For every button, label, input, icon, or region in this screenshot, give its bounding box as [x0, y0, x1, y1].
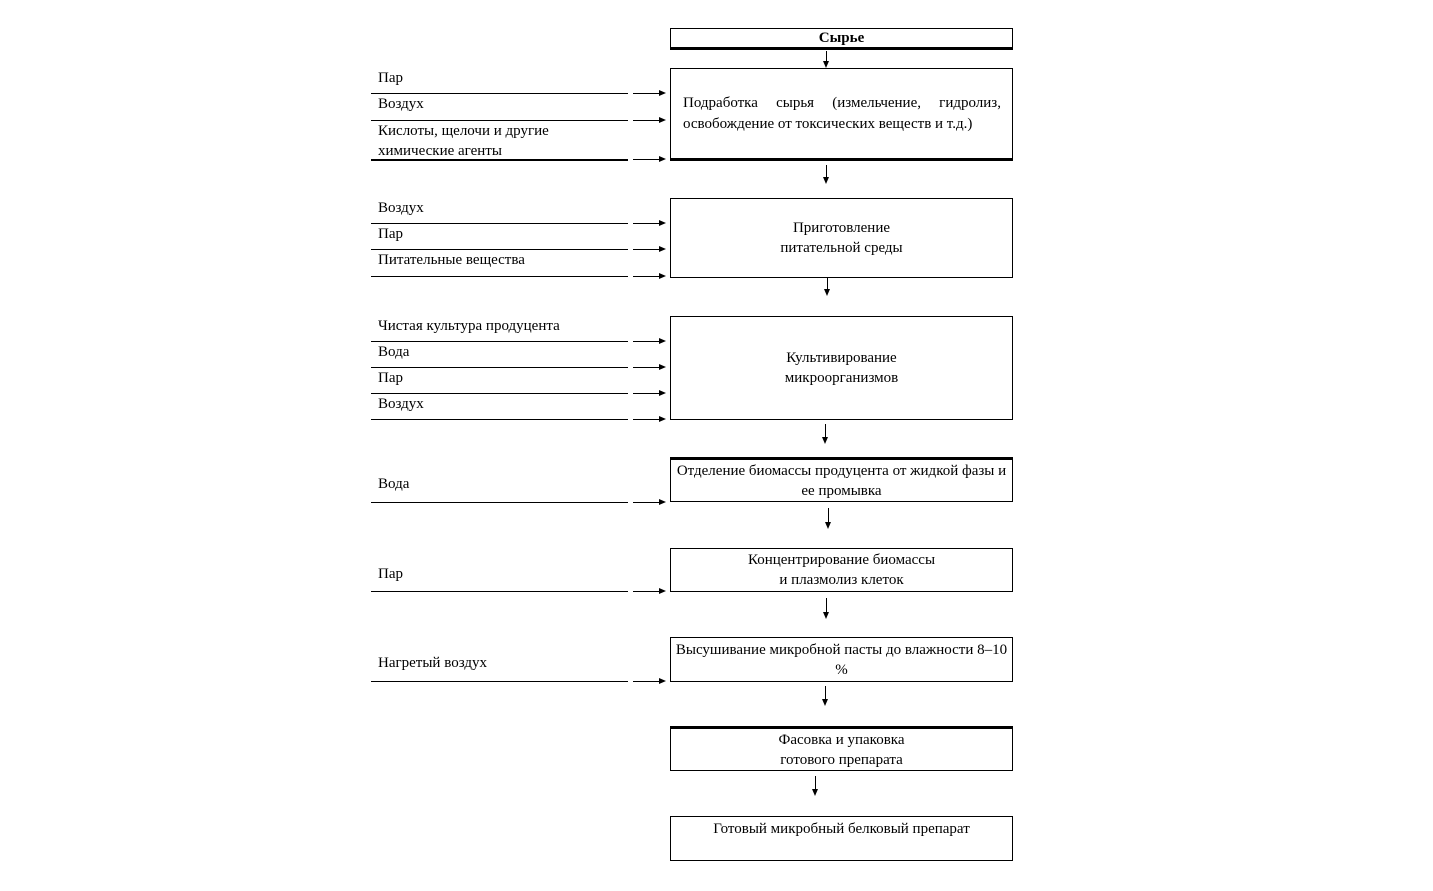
process-box-drying: Высушивание микробной пасты до влажности…: [670, 637, 1013, 682]
input-label-steam: Пар: [378, 370, 403, 386]
process-box-cultivation: Культивирование микроорганизмов: [670, 316, 1013, 420]
process-box-raw-material: Сырье: [670, 28, 1013, 50]
input-arrow: [633, 588, 666, 594]
flow-arrow-4: [822, 424, 828, 444]
input-line: [371, 249, 628, 250]
flow-arrow-1: [823, 51, 829, 68]
input-line: [371, 223, 628, 224]
input-arrow: [633, 273, 666, 279]
input-label-heated-air: Нагретый воздух: [378, 655, 487, 671]
input-label-air: Воздух: [378, 200, 424, 216]
flow-arrow-6: [823, 598, 829, 619]
input-line: [371, 159, 628, 161]
input-line: [371, 419, 628, 420]
input-label-nutrients: Питательные вещества: [378, 252, 525, 268]
input-line: [371, 120, 628, 121]
input-line: [371, 276, 628, 277]
input-label-air: Воздух: [378, 396, 424, 412]
flow-arrow-7: [822, 686, 828, 706]
process-box-final-product: Готовый микробный белковый препарат: [670, 816, 1013, 861]
flow-arrow-8: [812, 776, 818, 796]
flow-arrow-2: [823, 165, 829, 184]
input-arrow: [633, 220, 666, 226]
process-box-biomass-concentration: Концентрирование биомассы и плазмолиз кл…: [670, 548, 1013, 592]
input-line: [371, 681, 628, 682]
input-label-steam: Пар: [378, 226, 403, 242]
input-arrow: [633, 246, 666, 252]
flow-arrow-5: [825, 508, 831, 529]
input-label-water: Вода: [378, 344, 410, 360]
input-arrow: [633, 156, 666, 162]
input-label-chemical-agents: Кислоты, щелочи и другие химические аген…: [378, 123, 549, 159]
input-arrow: [633, 678, 666, 684]
input-line: [371, 393, 628, 394]
input-line: [371, 367, 628, 368]
flow-arrow-3: [824, 278, 830, 296]
input-line: [371, 341, 628, 342]
input-label-water: Вода: [378, 476, 410, 492]
input-arrow: [633, 338, 666, 344]
input-arrow: [633, 499, 666, 505]
input-label-pure-culture: Чистая культура продуцента: [378, 318, 560, 334]
input-line: [371, 591, 628, 592]
input-label-air: Воздух: [378, 96, 424, 112]
input-arrow: [633, 390, 666, 396]
input-arrow: [633, 90, 666, 96]
input-arrow: [633, 364, 666, 370]
input-label-steam: Пар: [378, 70, 403, 86]
process-box-packaging: Фасовка и упаковка готового препарата: [670, 726, 1013, 771]
process-box-pretreatment: Подработка сырья (измельчение, гидролиз,…: [670, 68, 1013, 161]
process-box-biomass-separation: Отделение биомассы продуцента от жидкой …: [670, 457, 1013, 502]
input-line: [371, 93, 628, 94]
input-line: [371, 502, 628, 503]
input-label-steam: Пар: [378, 566, 403, 582]
input-arrow: [633, 117, 666, 123]
process-box-nutrient-medium-preparation: Приготовление питательной среды: [670, 198, 1013, 278]
input-arrow: [633, 416, 666, 422]
